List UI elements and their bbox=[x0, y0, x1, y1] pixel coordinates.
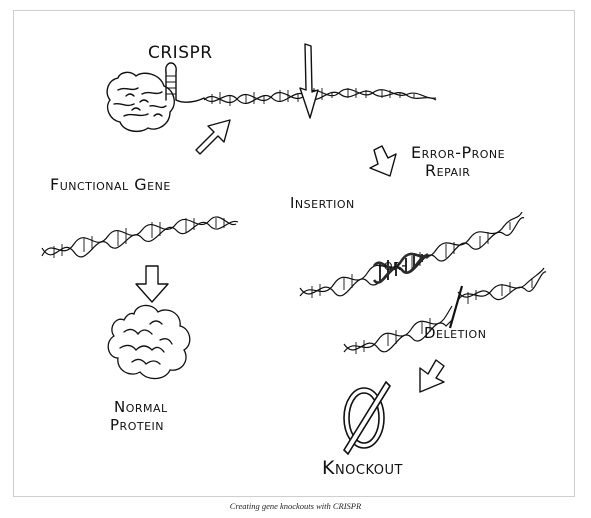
label-crispr: CRISPR bbox=[148, 43, 213, 63]
up-right-arrow-icon bbox=[195, 119, 231, 155]
insertion-dna-helix bbox=[299, 211, 525, 298]
knockout-null-symbol bbox=[342, 380, 392, 456]
knockout-arrow-icon bbox=[419, 359, 445, 393]
label-deletion: Deletion bbox=[424, 324, 486, 342]
label-error-prone: Error-Prone bbox=[411, 143, 505, 162]
normal-protein-icon bbox=[107, 304, 191, 380]
down-arrow-icon bbox=[135, 265, 169, 303]
label-protein: Protein bbox=[110, 416, 164, 434]
inserted-sequence bbox=[372, 252, 429, 284]
figure-caption: Creating gene knockouts with CRISPR bbox=[229, 501, 362, 511]
label-normal: Normal bbox=[114, 398, 168, 416]
cut-arrow-icon bbox=[299, 43, 319, 119]
label-functional-gene: Functional Gene bbox=[50, 175, 171, 194]
label-or: -or- bbox=[378, 256, 407, 274]
crispr-cas9-icon bbox=[106, 62, 205, 133]
deletion-cut-mark bbox=[448, 285, 464, 329]
deletion-dna-helix bbox=[343, 267, 547, 354]
functional-gene-helix bbox=[41, 216, 239, 258]
label-repair: Repair bbox=[425, 161, 470, 180]
label-knockout: Knockout bbox=[322, 457, 403, 479]
target-dna-helix bbox=[203, 88, 437, 106]
label-insertion: Insertion bbox=[290, 194, 355, 212]
repair-down-arrow-icon bbox=[369, 145, 397, 177]
